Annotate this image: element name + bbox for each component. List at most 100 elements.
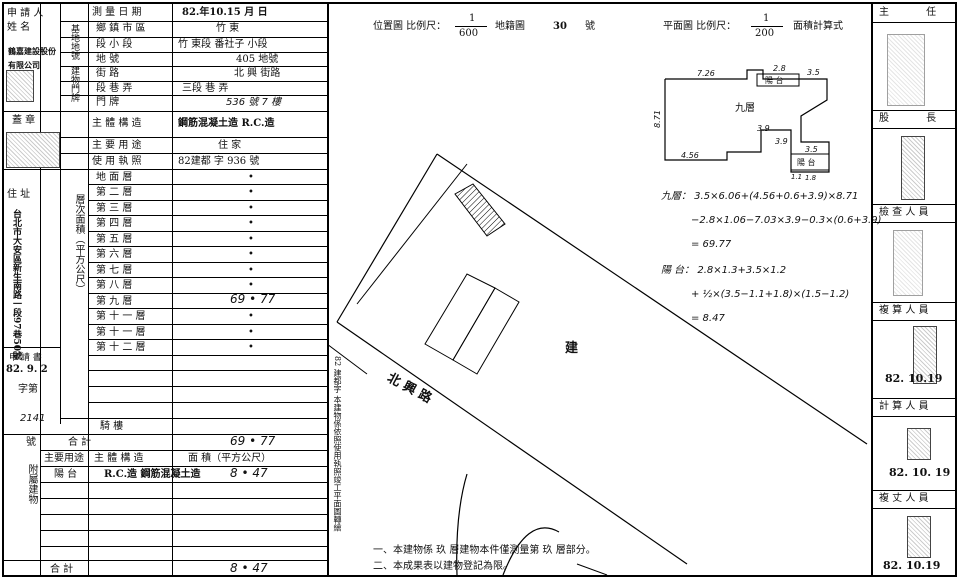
site-drawing [327,69,868,575]
attach-total-value: 8 • 47 [230,561,268,575]
dim-2: 2.8 [773,64,786,73]
balcony-top [756,73,800,87]
calc-seal [907,428,931,460]
floor-label-10: 第 十 一 層 [96,327,146,338]
floor-label-9: 第 十 一 層 [96,311,146,322]
floor-value-2: • [248,203,254,214]
attach-head-use: 主要用途 [44,453,84,464]
proof-label: 複 丈 人 員 [879,493,929,504]
attach-head-area: 面 積（平方公尺） [188,453,272,464]
note-0: 一、本建物係 玖 層建物本件僅測量第 玖 層部分。 [373,545,596,556]
plan-scale-label: 平面圖 比例尺： [663,21,737,32]
head-label: 主 任 [879,7,937,18]
sheet-suffix: 號 [585,21,595,32]
left-table: 申 請 人 姓 名 鶴嘉建設股份 有限公司 蓋 章 住 址 台北市大安區新生南路… [4,4,329,575]
row-label-3: 街 路 [96,68,120,79]
dim-3: 3.9 [757,124,770,133]
location-scale-num: 1 [469,13,476,24]
attach-use: 陽 台 [54,469,78,480]
calc-line-2: = 69.77 [691,239,732,250]
dim-9: 8.71 [652,110,662,128]
structure-label: 主 體 構 造 [92,118,142,129]
row-value-1: 竹 東段 番社子 小段 [178,39,268,50]
plan-scale-den: 200 [755,28,775,39]
applicant-seal [6,70,34,102]
applicant-label: 申 請 人 [7,8,44,19]
map-area: 位置圖 比例尺： 1 600 地籍圖 30 號 平面圖 比例尺： 1 200 面… [327,4,882,575]
location-scale-bar [455,26,487,27]
apply-date: 82. 9. 2 [6,364,48,375]
floor-value-6: • [248,265,254,276]
floor-label-4: 第 五 層 [96,234,133,245]
row-label-2: 地 號 [96,54,120,65]
dim-8: 1.1 [791,173,803,181]
inspector-label: 檢 查 人 員 [879,207,929,218]
calc-line-0: 九層： 3.5×6.06+(4.56+0.6+3.9)×8.71 [661,191,859,202]
survey-date-label: 測 量 日 期 [92,7,142,18]
row-label-5: 門 牌 [96,97,120,108]
head-seal [887,34,925,106]
floor-value-11: • [248,342,254,353]
dim-7: 1.8 [805,174,817,182]
use-value: 住 家 [218,140,242,151]
doc-word: 字第 [18,384,38,395]
structure-value: 鋼筋混凝土造 R.C.造 [178,118,275,129]
floor-area-label: 層次面積（平方公尺） [73,194,84,294]
floor-label-1: 第 二 層 [96,187,133,198]
floor-label-8: 第 九 層 [96,296,133,307]
company-suffix: 有限公司 [8,60,40,70]
review-seal [913,326,937,384]
floor-value-10: • [248,327,254,338]
address-label: 住 址 [7,189,31,200]
lot-edge-left [336,153,438,323]
floor-value-5: • [248,249,254,260]
location-scale-label: 位置圖 比例尺： [373,21,447,32]
plan-floor-label: 九層 [735,103,755,114]
total-label: 合 計 [68,437,92,448]
row-value-2: 405 地號 [236,54,279,65]
company-seal [6,132,60,168]
floor-value-7: • [248,280,254,291]
neighbour-lot [356,163,468,305]
calc-label-right: 計 算 人 員 [879,401,929,412]
plan-scale-bar [751,26,783,27]
row-label-1: 段 小 段 [96,39,133,50]
total-value: 69 • 77 [230,434,276,448]
row-value-4: 三段 巷 弄 [182,83,229,94]
stamp-side-text: 82 建都字 本建物係依照使用執照竣工平面圖轉繪 [333,356,342,532]
bldg-label: 建物門牌 [69,66,79,102]
diag-line [327,343,368,375]
calc-line-3: 陽 台： 2.8×1.3+3.5×1.2 [661,265,787,276]
proof-seal [907,516,931,558]
parcel-b [452,287,520,375]
attach-value: 8 • 47 [230,466,268,480]
sheet-no: 30 [553,21,567,32]
section-seal [901,136,925,200]
floor-label-7: 第 八 層 [96,280,133,291]
row-value-0: 竹 東 [216,23,240,34]
floor-label-11: 第 十 二 層 [96,342,146,353]
calc-line-1: −2.8×1.06−7.03×3.9−0.3×(0.6+3.9) [691,215,882,226]
attach-head-struct: 主 體 構 造 [94,453,144,464]
license-label: 使 用 執 照 [92,156,142,167]
location-scale-den: 600 [459,28,479,39]
lot-label: 建 [565,341,579,356]
plan-balcony-bottom: 陽 台 [797,158,816,167]
base-label: 基地地號 [69,24,79,60]
approval-column: 主 任 股 長 檢 查 人 員 複 算 人 員 82. 10.19 計 算 人 … [871,4,957,575]
floor-value-8: 69 • 77 [230,292,276,306]
floor-label-3: 第 四 層 [96,218,133,229]
plan-scale-num: 1 [763,13,770,24]
floor-label-6: 第 七 層 [96,265,133,276]
attach-struct: R.C.造 鋼筋混凝土造 [104,469,201,480]
dim-6: 3.5 [805,145,818,154]
proof-date: 82. 10.19 [883,559,941,572]
ride-label: 騎 樓 [100,421,124,432]
review-label: 複 算 人 員 [879,305,929,316]
calc-date: 82. 10. 19 [889,466,951,479]
floor-value-3: • [248,218,254,229]
lot-boundary [436,153,868,445]
dim-5: 3.9 [775,137,788,146]
balcony-bottom [790,153,830,171]
